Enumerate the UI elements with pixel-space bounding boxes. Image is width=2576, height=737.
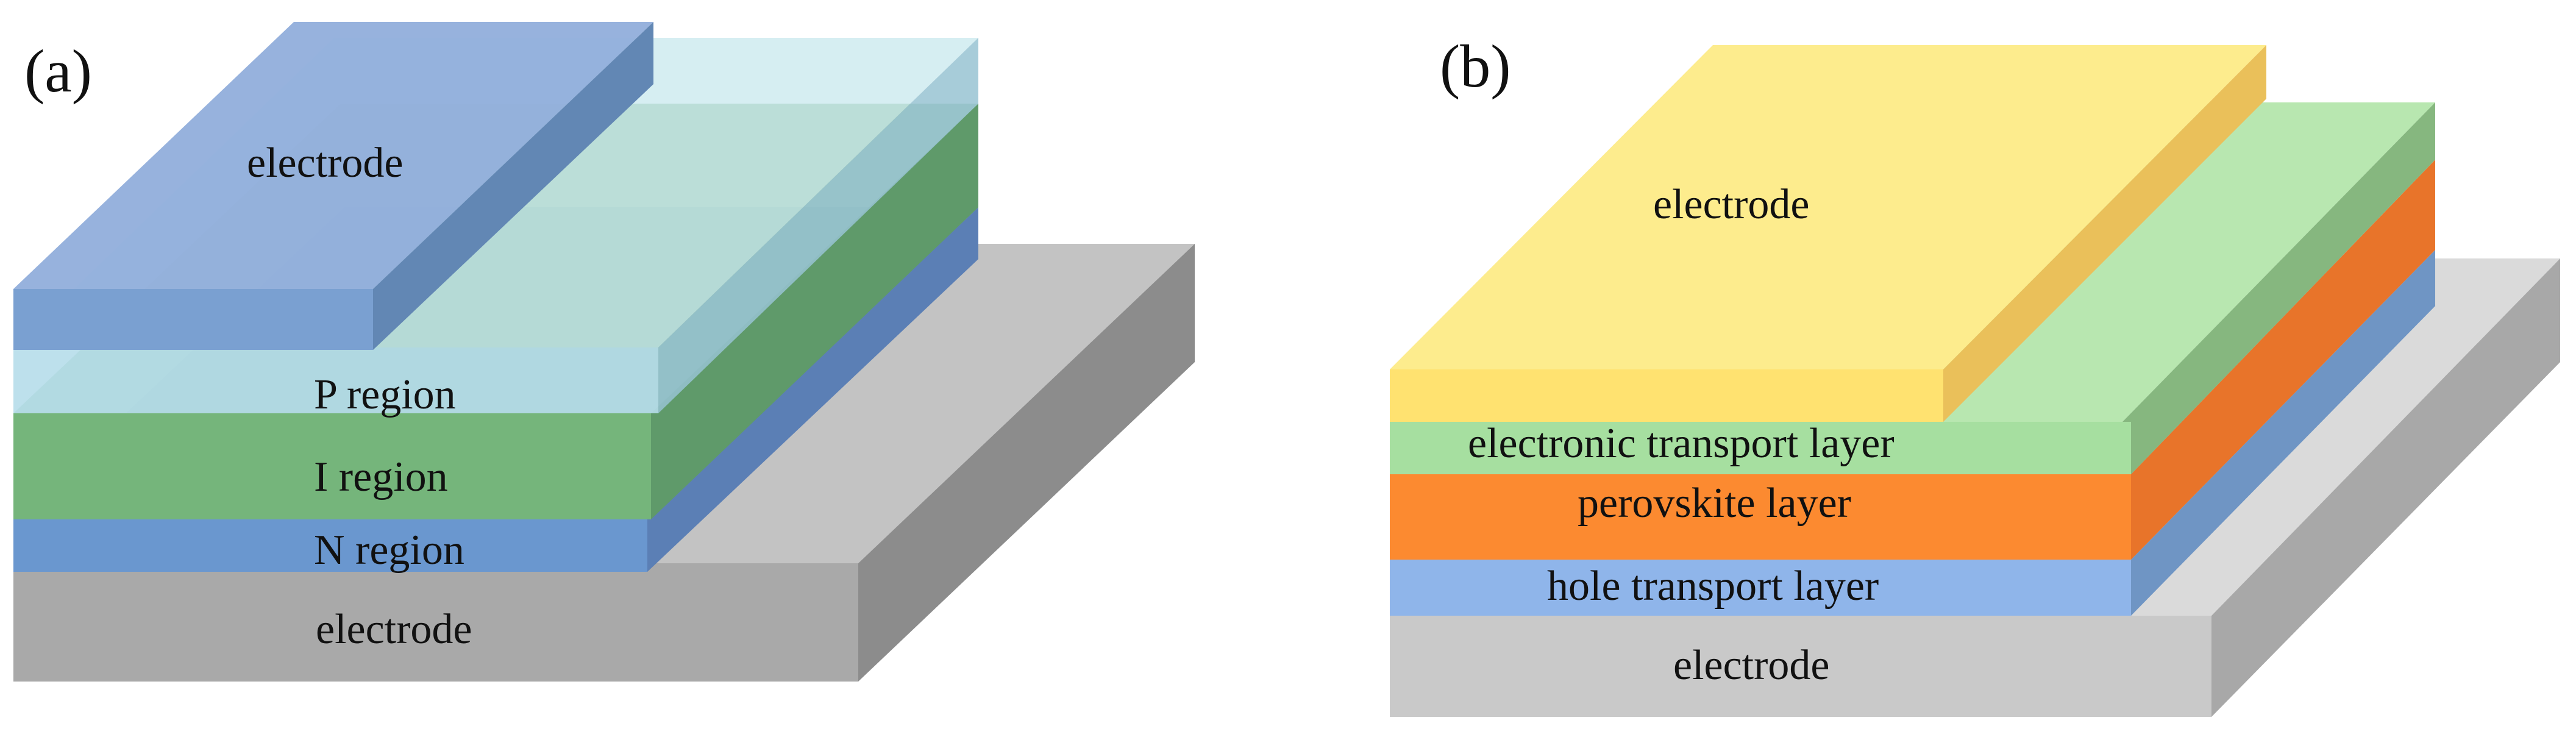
b-top-electrode-top-face bbox=[1390, 45, 2266, 369]
b-etl-label: electronic transport layer bbox=[1468, 420, 1895, 467]
b-top-electrode-side-face bbox=[1943, 45, 2266, 422]
b-perovskite-front-face bbox=[1390, 474, 2131, 560]
a-i-region-side-face bbox=[651, 104, 978, 519]
a-i-region-label: I region bbox=[314, 454, 448, 500]
b-top-electrode-front-face bbox=[1390, 369, 1943, 422]
b-bottom-electrode-side-face bbox=[2211, 258, 2560, 717]
panel-b: (b) electrode electronic transport layer… bbox=[1390, 32, 2560, 717]
b-htl-front-face bbox=[1390, 560, 2131, 616]
a-top-electrode-side-face bbox=[373, 22, 653, 350]
a-n-region-front-face bbox=[13, 519, 647, 572]
b-etl-front-face bbox=[1390, 422, 2131, 474]
a-top-electrode-label: electrode bbox=[247, 140, 403, 187]
a-n-region-label: N region bbox=[314, 527, 464, 574]
a-bottom-electrode-label: electrode bbox=[316, 606, 472, 653]
a-top-electrode-slab bbox=[13, 22, 653, 350]
b-htl-label: hole transport layer bbox=[1547, 563, 1879, 610]
b-perovskite-label: perovskite layer bbox=[1578, 480, 1851, 527]
b-perovskite-slab bbox=[1390, 160, 2435, 560]
a-i-region-front-face bbox=[13, 413, 651, 519]
a-p-region-label: P region bbox=[314, 371, 456, 418]
a-n-region-side-face bbox=[647, 207, 978, 572]
a-p-region-side-face bbox=[658, 38, 978, 413]
b-top-electrode-label: electrode bbox=[1653, 181, 1809, 228]
a-top-electrode-front-face bbox=[13, 289, 373, 350]
a-p-region-front-face bbox=[13, 347, 658, 413]
b-perovskite-side-face bbox=[2131, 160, 2435, 560]
b-etl-side-face bbox=[2122, 102, 2435, 474]
b-htl-side-face bbox=[2131, 250, 2435, 616]
b-bottom-electrode-front-face bbox=[1390, 616, 2211, 717]
b-bottom-electrode-label: electrode bbox=[1673, 642, 1829, 689]
panel-a: (a) electrode P region I region N region… bbox=[13, 22, 1195, 682]
b-top-electrode-slab bbox=[1390, 45, 2266, 422]
panel-b-label: (b) bbox=[1440, 32, 1511, 100]
a-bottom-electrode-front-face bbox=[13, 563, 858, 682]
b-htl-slab bbox=[1390, 250, 2435, 616]
a-bottom-electrode-side-face bbox=[858, 244, 1195, 682]
a-top-electrode-top-face bbox=[13, 22, 653, 289]
panel-a-label: (a) bbox=[24, 37, 92, 105]
